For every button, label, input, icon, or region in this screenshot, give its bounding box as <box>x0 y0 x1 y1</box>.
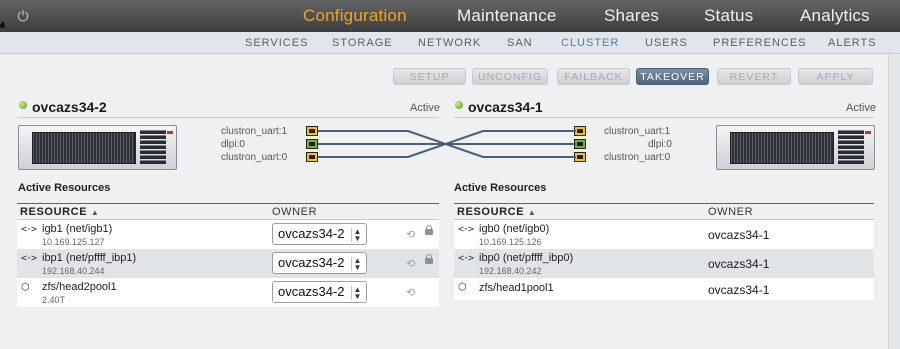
owner-value: ovcazs34-1 <box>708 228 770 242</box>
table-row[interactable]: <·> ibp0 (net/pffff_ibp0) 192.168.40.242… <box>454 249 874 278</box>
resource-detail: 192.168.40.242 <box>479 266 542 276</box>
table-row[interactable]: ⬡ zfs/head2pool1 2.40T ovcazs34-2▲▼ ⟲ <box>17 278 439 307</box>
storage-pool-icon: ⬡ <box>458 282 467 293</box>
sort-ascending-icon: ▲ <box>527 208 537 217</box>
tab-maintenance[interactable]: Maintenance <box>457 6 557 25</box>
resource-detail: 2.40T <box>42 295 66 305</box>
resource-name: zfs/head2pool1 <box>42 281 117 293</box>
status-led-icon <box>19 101 27 109</box>
subtab-san[interactable]: SAN <box>507 37 533 49</box>
owner-select[interactable]: ovcazs34-2▲▼ <box>272 223 367 245</box>
revert-button[interactable]: REVERT <box>717 68 791 85</box>
right-col-resource[interactable]: RESOURCE ▲ <box>457 206 537 218</box>
tab-status[interactable]: Status <box>704 6 754 25</box>
apply-button[interactable]: APPLY <box>798 68 873 85</box>
subtab-cluster[interactable]: CLUSTER <box>561 37 620 49</box>
sync-icon[interactable]: ⟲ <box>406 258 416 270</box>
port-connector-icon <box>306 126 318 136</box>
right-head-name: ovcazs34-1 <box>468 99 543 115</box>
left-head-divider <box>17 117 439 118</box>
right-table-rule <box>454 203 874 204</box>
right-col-owner: OWNER <box>708 206 754 218</box>
left-resources-title: Active Resources <box>18 182 111 194</box>
owner-select[interactable]: ovcazs34-2▲▼ <box>272 281 367 303</box>
failback-button[interactable]: FAILBACK <box>557 68 630 85</box>
table-row[interactable]: ⬡ zfs/head1pool1 ovcazs34-1 <box>454 278 874 300</box>
cluster-cabling <box>318 130 576 158</box>
right-head-state: Active <box>846 102 876 114</box>
table-row[interactable]: <·> igb0 (net/igb0) 10.169.125.126 ovcaz… <box>454 220 874 249</box>
left-table-rule <box>17 203 439 204</box>
left-port-label: clustron_uart:0 <box>221 152 288 163</box>
subtab-network[interactable]: NETWORK <box>418 37 482 49</box>
resource-name: ibp1 (net/pffff_ibp1) <box>42 252 137 264</box>
left-port-label: dlpi:0 <box>221 139 245 150</box>
takeover-button[interactable]: TAKEOVER <box>636 68 709 85</box>
subtab-alerts[interactable]: ALERTS <box>828 37 877 49</box>
sync-icon[interactable]: ⟲ <box>406 287 416 299</box>
setup-button[interactable]: SETUP <box>393 68 466 85</box>
storage-pool-icon: ⬡ <box>21 282 30 293</box>
top-navigation-bar: ⏻ Configuration Maintenance Shares Statu… <box>0 0 900 32</box>
right-port-label: clustron_uart:1 <box>604 126 671 137</box>
right-header-rule <box>454 219 874 220</box>
scroll-gutter <box>888 55 900 349</box>
right-port-label: clustron_uart:0 <box>604 152 671 163</box>
left-col-resource[interactable]: RESOURCE ▲ <box>20 206 100 218</box>
network-link-icon: <·> <box>21 224 37 235</box>
network-link-icon: <·> <box>21 253 37 264</box>
resource-name: igb1 (net/igb1) <box>42 223 113 235</box>
network-link-icon: <·> <box>458 253 474 264</box>
chevron-updown-icon: ▲▼ <box>351 286 363 301</box>
left-head-state: Active <box>410 102 440 114</box>
resource-detail: 10.169.125.127 <box>42 237 105 247</box>
resource-name: zfs/head1pool1 <box>479 282 554 294</box>
resource-detail: 10.169.125.126 <box>479 237 542 247</box>
unconfig-button[interactable]: UNCONFIG <box>472 68 548 85</box>
left-header-rule <box>17 219 439 220</box>
right-head-divider <box>454 117 874 118</box>
resource-name: ibp0 (net/pffff_ibp0) <box>479 252 574 264</box>
status-led-icon <box>455 101 463 109</box>
tab-analytics[interactable]: Analytics <box>800 6 870 25</box>
sync-icon[interactable]: ⟲ <box>406 229 416 241</box>
subtab-storage[interactable]: STORAGE <box>332 37 393 49</box>
network-link-icon: <·> <box>458 224 474 235</box>
lock-icon[interactable] <box>425 254 433 264</box>
subtab-users[interactable]: USERS <box>645 37 688 49</box>
sub-navigation-bar: SERVICES STORAGE NETWORK SAN CLUSTER USE… <box>0 32 900 54</box>
owner-value: ovcazs34-1 <box>708 283 770 297</box>
right-resources-title: Active Resources <box>454 182 547 194</box>
right-port-label: dlpi:0 <box>648 139 672 150</box>
tab-shares[interactable]: Shares <box>604 6 660 25</box>
left-port-label: clustron_uart:1 <box>221 126 288 137</box>
lock-icon[interactable] <box>425 225 433 235</box>
port-connector-icon <box>306 152 318 162</box>
owner-value: ovcazs34-1 <box>708 257 770 271</box>
port-connector-icon <box>306 139 318 149</box>
table-row[interactable]: <·> ibp1 (net/pffff_ibp1) 192.168.40.244… <box>17 249 439 278</box>
resource-name: igb0 (net/igb0) <box>479 223 550 235</box>
left-head-name: ovcazs34-2 <box>32 99 107 115</box>
right-server-chassis <box>716 125 875 170</box>
sort-ascending-icon: ▲ <box>90 208 100 217</box>
chevron-updown-icon: ▲▼ <box>351 228 363 243</box>
owner-select[interactable]: ovcazs34-2▲▼ <box>272 252 367 274</box>
chevron-updown-icon: ▲▼ <box>351 257 363 272</box>
cable-uart0 <box>318 130 576 158</box>
subtab-preferences[interactable]: PREFERENCES <box>713 37 807 49</box>
left-server-chassis <box>18 125 177 170</box>
left-col-owner: OWNER <box>272 206 318 218</box>
subtab-services[interactable]: SERVICES <box>245 37 309 49</box>
tab-configuration[interactable]: Configuration <box>303 6 407 25</box>
table-row[interactable]: <·> igb1 (net/igb1) 10.169.125.127 ovcaz… <box>17 220 439 249</box>
power-icon[interactable]: ⏻ <box>17 8 29 24</box>
resource-detail: 192.168.40.244 <box>42 266 105 276</box>
